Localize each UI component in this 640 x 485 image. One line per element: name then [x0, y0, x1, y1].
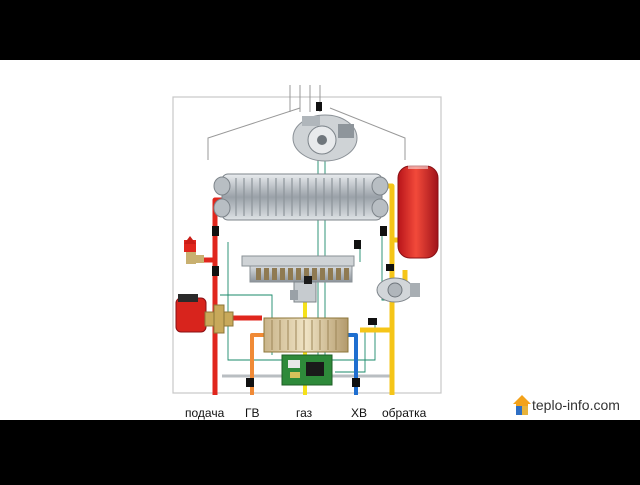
hot-water-pipe: [250, 333, 265, 395]
plate-heat-exchanger: [263, 317, 349, 353]
hot-water-label: ГВ: [245, 406, 260, 420]
flue-hood-right: [329, 107, 406, 160]
expansion-tank: [397, 164, 439, 259]
main-heat-exchanger: [213, 173, 389, 221]
cold-water-label: ХВ: [351, 406, 368, 420]
control-board: [281, 354, 333, 386]
burner: [241, 255, 355, 283]
brand-text: teplo-info.com: [532, 397, 620, 413]
cold-water-pipe: [346, 333, 358, 395]
three-way-valve-actuator: [175, 294, 207, 333]
three-way-valve: [204, 304, 234, 334]
flue-hood-left: [207, 107, 301, 160]
brand-watermark: teplo-info.com: [512, 393, 640, 419]
house-icon: [513, 395, 531, 415]
blower-fan: [292, 114, 358, 162]
return-label: обратка: [382, 406, 427, 420]
gas-valve: [290, 276, 317, 303]
temperature-sensors: [212, 226, 394, 387]
safety-valve: [184, 236, 204, 264]
circulation-pump: [376, 277, 420, 303]
supply-label: подача: [185, 406, 225, 420]
pressure-switch-connector: [316, 102, 322, 111]
gas-label: газ: [296, 406, 313, 420]
